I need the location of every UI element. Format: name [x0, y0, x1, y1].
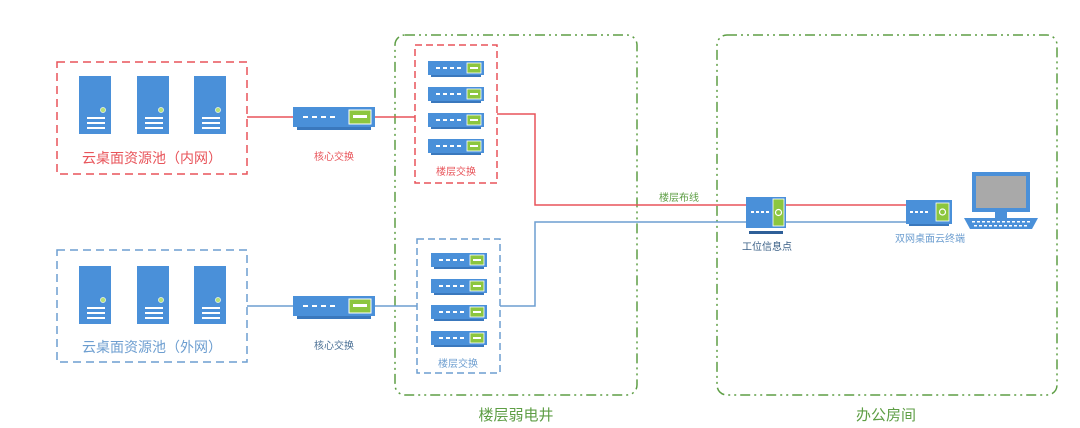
floor-switch-internal: 楼层交换 [414, 44, 498, 184]
floor-switch-external: 楼层交换 [416, 238, 501, 374]
desktop-pc-icon [964, 172, 1038, 229]
link-internal [247, 113, 906, 206]
zone-floor-shaft [394, 34, 638, 396]
switch-icon [430, 330, 488, 348]
thin-client-icon [906, 200, 952, 226]
info-point-label: 工位信息点 [742, 240, 792, 253]
server-icon [78, 265, 112, 325]
core-switch-internal: 核心交换 [292, 106, 376, 163]
core-switch-external: 核心交换 [292, 295, 376, 352]
server-icon [193, 265, 227, 325]
switch-icon [292, 106, 376, 131]
link-external [247, 221, 906, 307]
server-icon [136, 75, 170, 135]
floor-switch-external-label: 楼层交换 [438, 357, 478, 370]
pool-internal: 云桌面资源池（内网） [56, 61, 248, 175]
switch-icon [427, 112, 485, 130]
switch-icon [430, 304, 488, 322]
cloud-terminal: 双网桌面云终端 [895, 200, 965, 245]
cloud-terminal-label: 双网桌面云终端 [895, 232, 965, 245]
cabling-label: 楼层布线 [659, 191, 699, 204]
switch-icon [427, 138, 485, 156]
core-switch-internal-label: 核心交换 [314, 150, 354, 163]
zone-floor-shaft-label: 楼层弱电井 [478, 406, 553, 424]
zone-office [716, 34, 1058, 396]
switch-icon [292, 295, 376, 320]
info-point: 工位信息点 [742, 197, 792, 253]
switch-icon [427, 60, 485, 78]
floor-switch-internal-label: 楼层交换 [436, 165, 476, 178]
server-icon [78, 75, 112, 135]
pool-internal-label: 云桌面资源池（内网） [82, 151, 222, 167]
switch-icon [430, 278, 488, 296]
pool-external: 云桌面资源池（外网） [56, 249, 248, 363]
core-switch-external-label: 核心交换 [314, 339, 354, 352]
switch-icon [427, 86, 485, 104]
server-icon [193, 75, 227, 135]
wall-jack-icon [746, 197, 786, 234]
server-icon [136, 265, 170, 325]
zone-office-label: 办公房间 [856, 406, 916, 424]
pool-external-label: 云桌面资源池（外网） [82, 340, 222, 356]
switch-icon [430, 252, 488, 270]
